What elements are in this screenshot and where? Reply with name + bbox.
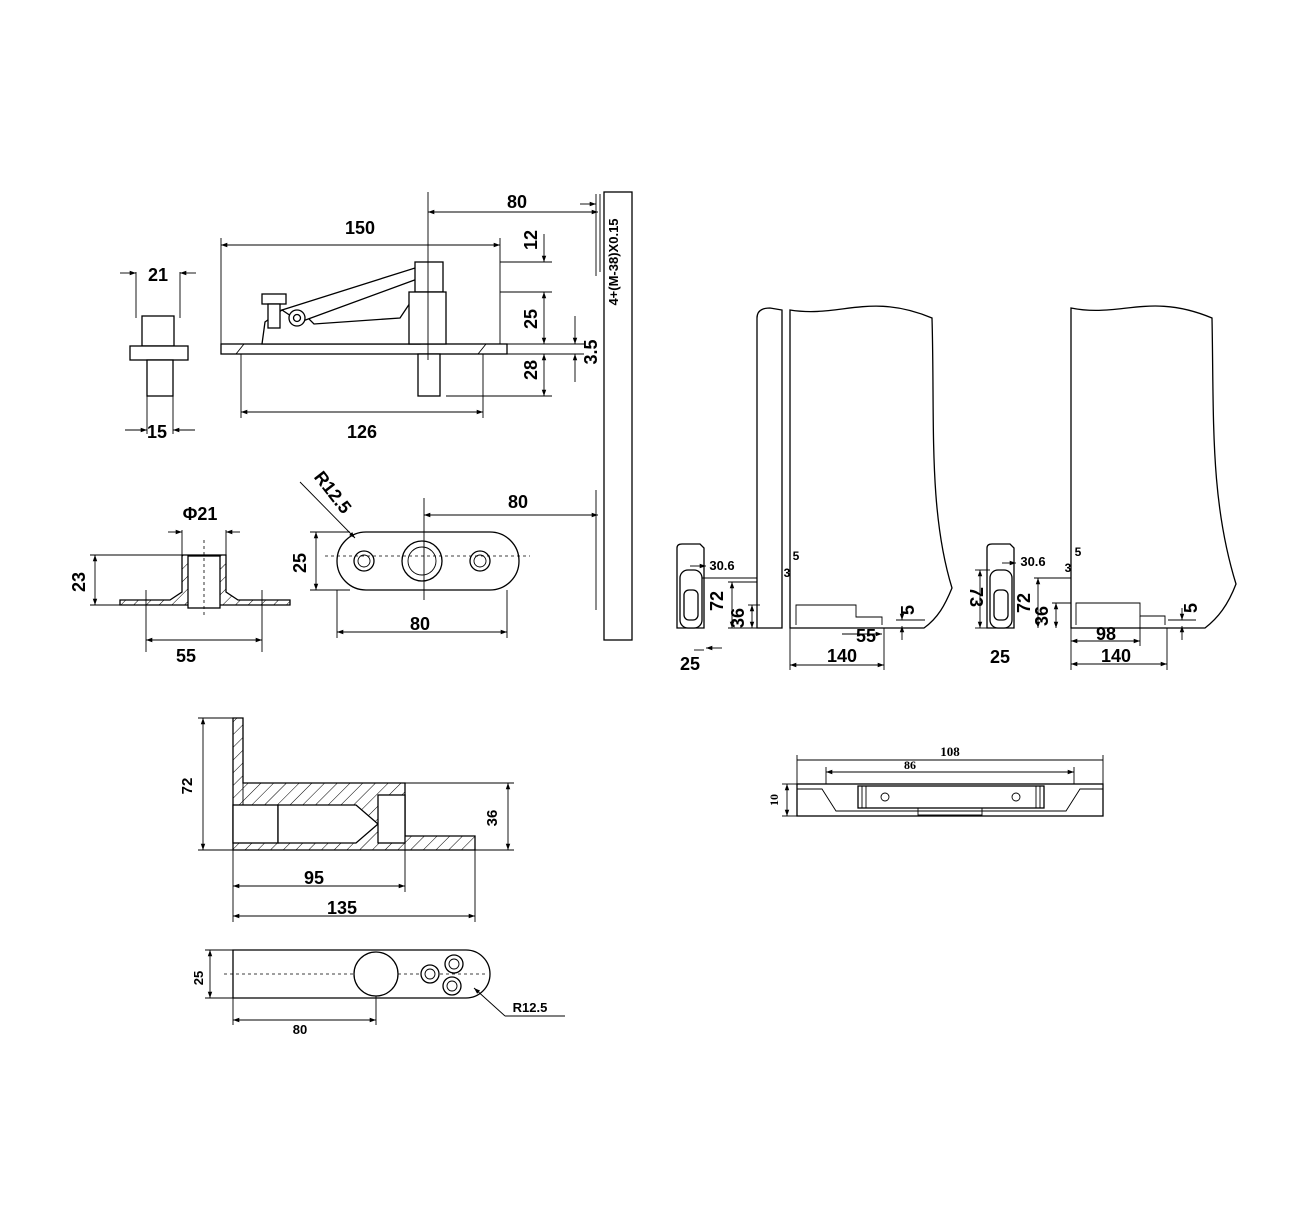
dim-b-98: 98	[1096, 624, 1116, 644]
dim-a-5b: 5	[898, 605, 918, 615]
dim-box-height: 10	[767, 794, 781, 806]
dim-w-top: 21	[148, 265, 168, 285]
pivot-mechanism	[220, 261, 508, 397]
dim-25: 25	[521, 309, 541, 329]
dim-w-bottom: 15	[147, 422, 167, 442]
dim-23: 23	[69, 572, 89, 592]
pivot-plate-plan: 80 R12.5 25 80	[290, 467, 598, 638]
dim-55: 55	[176, 646, 196, 666]
dim-12: 12	[521, 230, 541, 250]
dim-b-36: 36	[1032, 606, 1052, 626]
dim-plate-off-80: 80	[508, 492, 528, 512]
dim-b-25: 25	[990, 647, 1010, 667]
dim-b-140: 140	[1101, 646, 1131, 666]
dim-bracket-135: 135	[327, 898, 357, 918]
dim-diameter: Φ21	[183, 504, 218, 524]
dim-plan-radius: R12.5	[513, 1000, 548, 1015]
dim-box-108: 108	[940, 744, 960, 759]
dim-b-3: 3	[1065, 561, 1072, 575]
dim-a-5: 5	[793, 549, 800, 563]
dim-plate-80: 80	[410, 614, 430, 634]
dim-bracket-95: 95	[304, 868, 324, 888]
dim-plan-80: 80	[293, 1022, 307, 1037]
dim-plate-radius: R12.5	[310, 467, 355, 517]
dim-a-55: 55	[856, 626, 876, 646]
dim-a-3: 3	[784, 566, 791, 580]
door-installation-a: 30.6 5 3 72 36 25 55 140 5	[676, 305, 953, 674]
dim-a-140: 140	[827, 646, 857, 666]
dim-28: 28	[521, 360, 541, 380]
door-installation-b: 30.6 5 3 73 72 36 25 98 140 5	[966, 305, 1237, 670]
dim-a-36: 36	[728, 608, 748, 628]
box-plan: 108 86 10	[767, 744, 1104, 817]
dim-3-5: 3.5	[581, 339, 601, 364]
dim-bracket-72: 72	[179, 778, 196, 795]
pivot-side-view: 21 15 150 126	[120, 191, 633, 641]
dim-150: 150	[345, 218, 375, 238]
glass-panel	[603, 191, 633, 641]
bracket-plan: 25 80 R12.5	[191, 949, 565, 1037]
top-pin-elevation: 21 15	[120, 265, 196, 442]
dim-b-30-6: 30.6	[1020, 554, 1045, 569]
dim-b-72: 72	[1014, 593, 1034, 613]
glass-thickness-note: 4+(M-38)X0.15	[606, 218, 621, 305]
dim-b-5b: 5	[1181, 603, 1201, 613]
pivot-flange-section: Φ21 23 55	[69, 504, 291, 666]
bracket-section: 72 36 95 135	[179, 717, 514, 922]
dim-plan-25: 25	[191, 971, 206, 985]
dim-b-5: 5	[1075, 545, 1082, 559]
dim-a-25: 25	[680, 654, 700, 674]
dim-b-73: 73	[966, 587, 986, 607]
dim-a-72: 72	[707, 591, 727, 611]
dim-plate-25: 25	[290, 553, 310, 573]
dim-box-86: 86	[904, 758, 916, 772]
dim-a-30-6: 30.6	[709, 558, 734, 573]
dim-126: 126	[347, 422, 377, 442]
dim-bracket-36: 36	[484, 810, 501, 827]
dim-off-80: 80	[507, 192, 527, 212]
